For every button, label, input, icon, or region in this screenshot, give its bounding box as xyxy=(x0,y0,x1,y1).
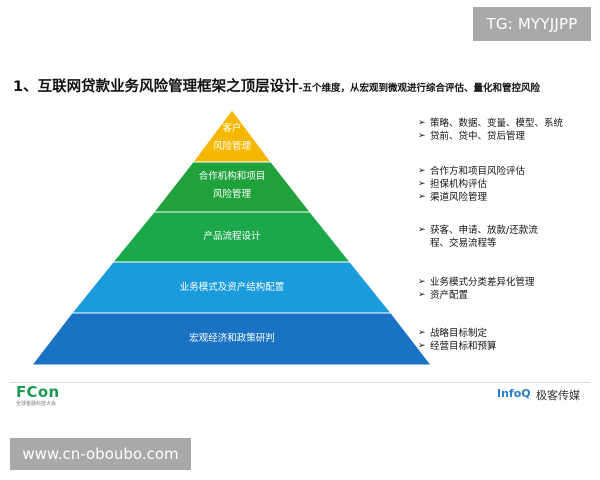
bullet-item: ➢ 资产配置 xyxy=(418,289,535,302)
layer-5-label: 宏观经济和政策研判 xyxy=(132,330,332,348)
bullet-item: ➢ 渠道风险管理 xyxy=(418,191,525,204)
title-main: 1、互联网贷款业务风险管理框架之顶层设计 xyxy=(13,79,299,95)
bullet-text: 资产配置 xyxy=(430,290,469,301)
bullet-group-2: ➢ 合作方和项目风险评估 ➢ 担保机构评估 ➢ 渠道风险管理 xyxy=(418,165,525,204)
bullet-text: 渠道风险管理 xyxy=(430,192,488,203)
arrow-icon: ➢ xyxy=(418,341,426,351)
bullet-text: 战略目标制定 xyxy=(430,328,488,339)
bullet-item: ➢ 担保机构评估 xyxy=(418,178,525,191)
arrow-icon: ➢ xyxy=(418,328,426,338)
arrow-icon: ➢ xyxy=(418,179,426,189)
bullet-item: ➢ 合作方和项目风险评估 xyxy=(418,165,525,178)
arrow-icon: ➢ xyxy=(418,290,426,300)
fcon-logo: FCon xyxy=(16,383,60,401)
layer-4-label-line-1: 业务模式及资产结构配置 xyxy=(179,282,285,293)
fcon-subtitle: 全球金融科技大会 xyxy=(16,401,57,407)
bullet-group-5: ➢ 战略目标制定 ➢ 经营目标和预算 xyxy=(418,327,497,353)
layer-2-label: 合作机构和项目 风险管理 xyxy=(172,168,292,204)
layer-4-label: 业务模式及资产结构配置 xyxy=(132,279,332,297)
layer-1-label-line-1: 客户 xyxy=(222,123,242,134)
geek-media-logo: 极客传媒 xyxy=(536,389,580,402)
layer-5-label-line-1: 宏观经济和政策研判 xyxy=(189,333,275,344)
bullet-item: ➢ 战略目标制定 xyxy=(418,327,497,340)
bullet-item: ➢ 业务模式分类差异化管理 xyxy=(418,276,535,289)
bullet-item: ➢ 获客、申请、放款/还款流 xyxy=(418,224,538,237)
watermark-url: www.cn-oboubo.com xyxy=(10,438,191,470)
arrow-icon: ➢ xyxy=(418,277,426,287)
title-subtitle: -五个维度，从宏观到微观进行综合评估、量化和管控风险 xyxy=(298,83,541,94)
arrow-icon: ➢ xyxy=(418,131,426,141)
arrow-icon: ➢ xyxy=(418,225,426,235)
bullet-text: 合作方和项目风险评估 xyxy=(430,166,526,177)
arrow-icon: ➢ xyxy=(418,192,426,202)
bullet-text: 程、交易流程等 xyxy=(430,238,497,249)
bullet-item: ➢ 经营目标和预算 xyxy=(418,340,497,353)
slide-title: 1、互联网贷款业务风险管理框架之顶层设计-五个维度，从宏观到微观进行综合评估、量… xyxy=(13,78,598,98)
layer-1-label: 客户 风险管理 xyxy=(182,120,282,156)
bullet-item: ➢ 贷前、贷中、贷后管理 xyxy=(418,130,563,143)
infoq-logo: InfoQ xyxy=(497,387,531,400)
layer-2-label-line-1: 合作机构和项目 xyxy=(198,171,266,182)
arrow-icon: ➢ xyxy=(418,118,426,128)
bullet-item: 程、交易流程等 xyxy=(418,237,538,250)
layer-1-label-line-2: 风险管理 xyxy=(212,141,251,152)
layer-2-label-line-2: 风险管理 xyxy=(212,189,251,200)
telegram-badge: TG: MYYJJPP xyxy=(473,7,591,41)
footer-divider xyxy=(10,382,590,383)
bullet-group-3: ➢ 获客、申请、放款/还款流 程、交易流程等 xyxy=(418,224,538,250)
layer-3-label-line-1: 产品流程设计 xyxy=(203,231,261,242)
pyramid-layer-5 xyxy=(30,312,433,366)
bullet-text: 经营目标和预算 xyxy=(430,341,497,352)
bullet-text: 获客、申请、放款/还款流 xyxy=(430,225,538,236)
bullet-text: 担保机构评估 xyxy=(430,179,488,190)
bullet-item: ➢ 策略、数据、变量、模型、系统 xyxy=(418,117,563,130)
bullet-text: 贷前、贷中、贷后管理 xyxy=(430,131,526,142)
arrow-icon: ➢ xyxy=(418,166,426,176)
bullet-group-1: ➢ 策略、数据、变量、模型、系统 ➢ 贷前、贷中、贷后管理 xyxy=(418,117,563,143)
layer-3-label: 产品流程设计 xyxy=(162,228,302,246)
bullet-text: 策略、数据、变量、模型、系统 xyxy=(430,118,564,129)
bullet-group-4: ➢ 业务模式分类差异化管理 ➢ 资产配置 xyxy=(418,276,535,302)
bullet-text: 业务模式分类差异化管理 xyxy=(430,277,535,288)
